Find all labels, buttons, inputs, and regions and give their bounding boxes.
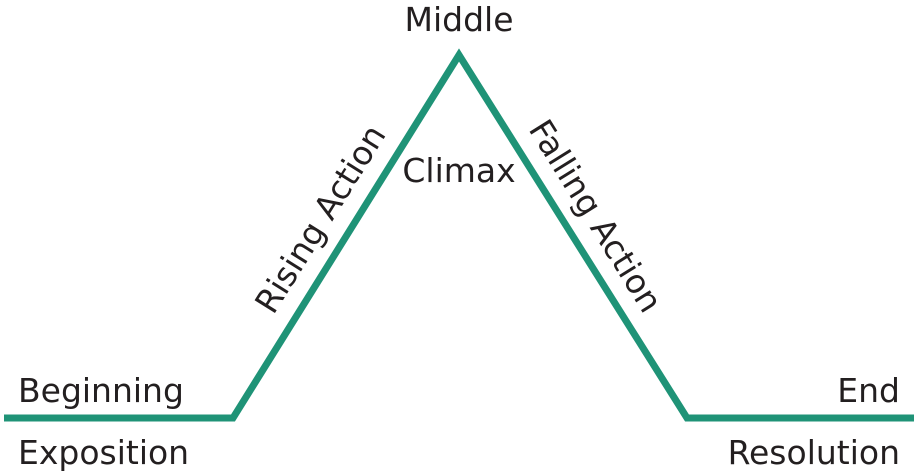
label-climax: Climax <box>402 151 515 190</box>
label-beginning: Beginning <box>18 371 184 410</box>
plot-arc-line <box>4 48 914 422</box>
label-rising-action: Rising Action <box>247 118 394 320</box>
label-middle: Middle <box>404 0 513 39</box>
label-end: End <box>837 371 900 410</box>
label-falling-action: Falling Action <box>521 113 670 320</box>
label-resolution: Resolution <box>728 433 900 472</box>
label-exposition: Exposition <box>18 433 189 472</box>
